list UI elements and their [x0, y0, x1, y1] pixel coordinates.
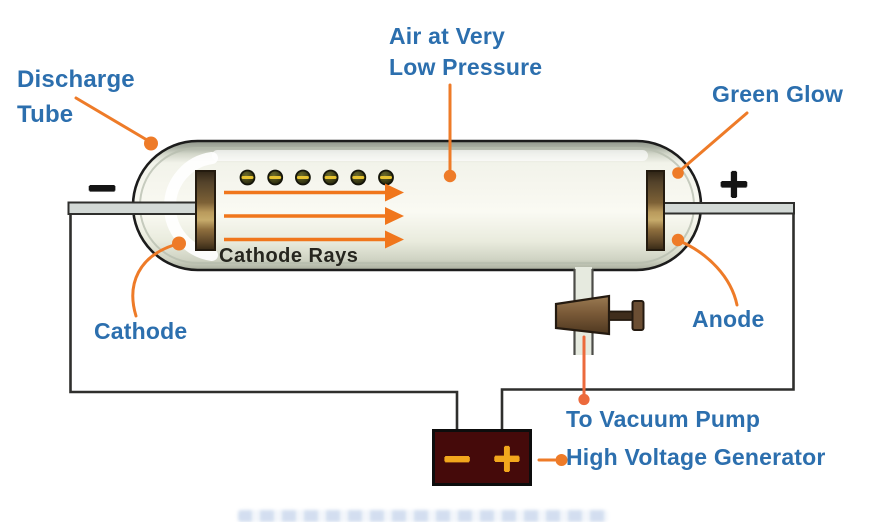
cathode-ray-arrows [224, 183, 404, 249]
high-voltage-generator-box: − + [432, 429, 532, 486]
stopcock-valve-body [554, 294, 611, 336]
discharge-tube-label-line2: Tube [17, 101, 74, 128]
anode-circuit-wire [500, 212, 795, 431]
air-low-pressure-label: Air at Very Low Pressure [389, 21, 542, 83]
anode-label: Anode [692, 306, 765, 332]
cathode-ray-arrowhead-icon [385, 230, 404, 249]
discharge-tube-pointer-line [74, 96, 149, 142]
cathode-electrode [195, 170, 216, 251]
cathode-ray-arrowhead-icon [385, 207, 404, 225]
stopcock-valve-shaft [608, 310, 635, 321]
air-label-line1: Air at Very [389, 23, 505, 49]
air-label-line2: Low Pressure [389, 54, 543, 80]
electron-row [239, 169, 394, 186]
generator-negative-sign: − [441, 435, 473, 480]
cathode-pointer-line [131, 243, 176, 318]
anode-pointer-dot [671, 233, 685, 247]
stopcock-valve-handle [631, 300, 645, 331]
discharge-tube-pointer-dot [144, 136, 158, 151]
generator-positive-sign: + [491, 435, 523, 480]
cathode-rays-label: Cathode Rays [219, 245, 359, 267]
anode-electrode [646, 170, 665, 251]
green-glow-label: Green Glow [712, 81, 844, 107]
cathode-ray-arrowhead-icon [385, 183, 404, 202]
cropped-caption-remnant [238, 510, 608, 522]
green-glow-pointer-line [680, 111, 749, 171]
cathode-circuit-wire [69, 214, 459, 431]
generator-pointer-dot [555, 454, 568, 466]
green-glow-pointer-dot [672, 167, 684, 179]
discharge-tube-label-line1: Discharge [17, 66, 135, 93]
high-voltage-generator-label: High Voltage Generator [566, 444, 826, 470]
anode-pointer-line [682, 241, 739, 307]
cathode-terminal-minus-sign: − [85, 165, 119, 211]
glass-shine-highlight [212, 150, 648, 161]
discharge-tube-label: Discharge Tube [17, 62, 135, 132]
anode-terminal-plus-sign: + [717, 161, 751, 207]
air-pointer-dot [443, 169, 457, 183]
to-vacuum-pump-label: To Vacuum Pump [566, 406, 761, 432]
vacuum-pump-pointer-dot [578, 393, 590, 406]
cathode-pointer-dot [172, 236, 186, 251]
cathode-label: Cathode [94, 318, 188, 344]
